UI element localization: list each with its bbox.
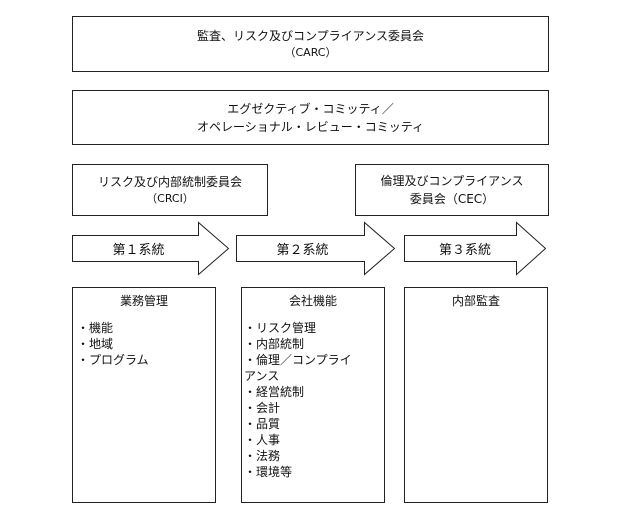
line-3-label: 第３系統	[438, 243, 491, 258]
cec-title: 倫理及びコンプライアンス	[380, 174, 524, 188]
list-item: ・法務	[244, 449, 281, 463]
business-management-list: ・機能 ・地域 ・プログラム	[77, 320, 149, 368]
corporate-functions-box: 会社機能 ・リスク管理 ・内部統制 ・倫理／コンプライ アンス ・経営統制 ・会…	[241, 287, 385, 503]
corporate-functions-title: 会社機能	[288, 294, 337, 308]
list-item: ・プログラム	[77, 353, 149, 367]
crci-committee-box: リスク及び内部統制委員会 （CRCI）	[72, 164, 268, 216]
list-item: ・内部統制	[244, 337, 305, 351]
business-management-box: 業務管理 ・機能 ・地域 ・プログラム	[72, 287, 216, 503]
line-2-arrow-shape	[236, 221, 396, 276]
list-item: アンス	[244, 369, 280, 383]
carc-abbrev: （CARC）	[284, 46, 337, 59]
crci-abbrev: （CRCI）	[146, 192, 194, 205]
list-item: ・地域	[77, 337, 114, 351]
list-item: ・環境等	[244, 465, 293, 479]
line-3-arrow-shape	[404, 221, 547, 276]
internal-audit-box: 内部監査	[404, 287, 548, 503]
list-item: ・品質	[244, 417, 281, 431]
line-1-arrow-shape	[72, 221, 230, 276]
crci-title: リスク及び内部統制委員会	[97, 175, 242, 189]
carc-title: 監査、リスク及びコンプライアンス委員会	[197, 29, 424, 43]
line-1-label: 第１系統	[112, 243, 165, 258]
internal-audit-title: 内部監査	[451, 294, 500, 308]
list-item: ・倫理／コンプライ	[244, 353, 352, 367]
list-item: ・経営統制	[244, 385, 305, 399]
executive-committee-title: エグゼクティブ・コミッティ／	[227, 101, 394, 116]
carc-committee-box: 監査、リスク及びコンプライアンス委員会 （CARC）	[72, 16, 549, 72]
list-item: ・機能	[77, 321, 114, 335]
line-2-arrow: 第２系統	[236, 221, 396, 276]
line-3-arrow: 第３系統	[404, 221, 547, 276]
line-2-label: 第２系統	[276, 243, 329, 258]
business-management-title: 業務管理	[119, 294, 168, 308]
line-1-arrow: 第１系統	[72, 221, 230, 276]
cec-abbrev: 委員会（CEC）	[409, 192, 495, 206]
corporate-functions-list: ・リスク管理 ・内部統制 ・倫理／コンプライ アンス ・経営統制 ・会計 ・品質…	[244, 320, 352, 480]
list-item: ・人事	[244, 433, 281, 447]
list-item: ・リスク管理	[244, 321, 317, 335]
operational-review-committee-title: オペレーショナル・レビュー・コミッティ	[196, 119, 425, 134]
executive-committee-box: エグゼクティブ・コミッティ／ オペレーショナル・レビュー・コミッティ	[72, 90, 549, 145]
cec-committee-box: 倫理及びコンプライアンス 委員会（CEC）	[355, 164, 549, 216]
list-item: ・会計	[244, 401, 281, 415]
